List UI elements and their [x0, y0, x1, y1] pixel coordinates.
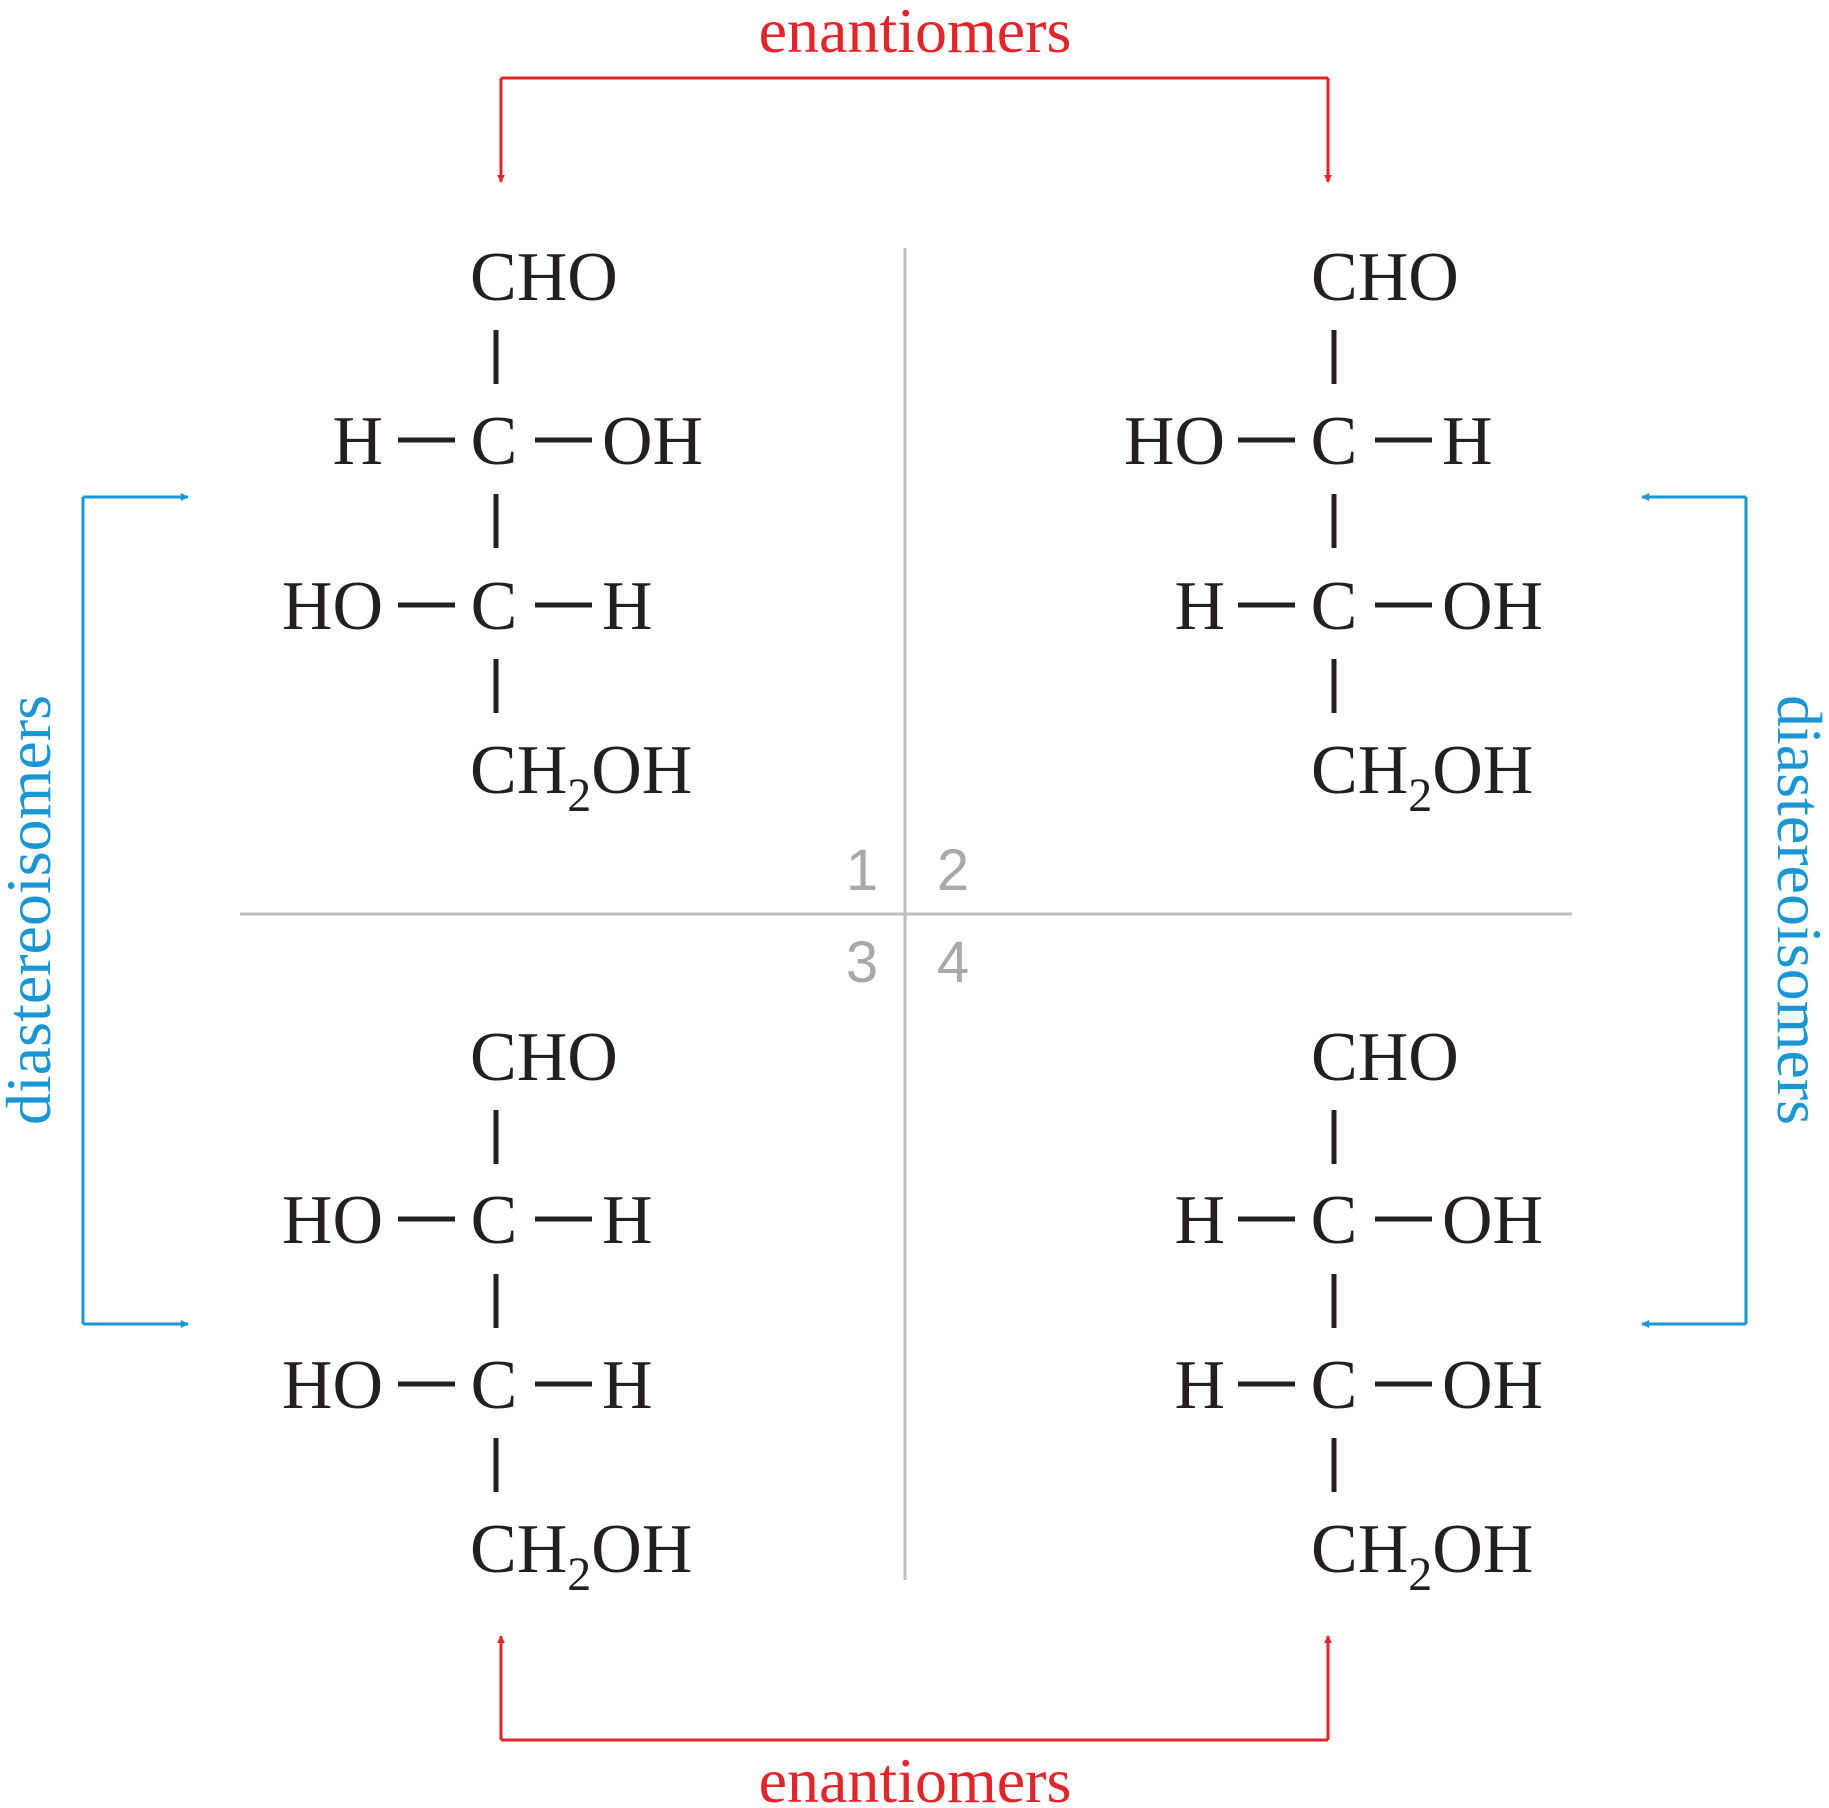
quadrant-number-1: 1 — [846, 838, 878, 903]
structure-3-row2-center: C — [471, 1347, 518, 1424]
fischer-structure-4: CHO H C OH H C OH CH2OH — [1174, 1019, 1543, 1601]
structure-1-top-group: CHO — [470, 239, 618, 316]
structure-4-row1-center: C — [1311, 1182, 1358, 1259]
enantiomers-label-bottom: enantiomers — [759, 1745, 1072, 1808]
structure-1-bottom-group: CH2OH — [470, 732, 692, 822]
structure-2-bottom-group: CH2OH — [1311, 732, 1533, 822]
structure-2-row1-center: C — [1311, 403, 1358, 480]
structure-2-row1-left: HO — [1124, 403, 1225, 480]
structure-4-row2-center: C — [1311, 1347, 1358, 1424]
structure-1-row1-right: OH — [602, 403, 703, 480]
structure-1-row2-right: H — [602, 568, 653, 645]
structure-4-row2-left: H — [1174, 1347, 1225, 1424]
structure-4-top-group: CHO — [1311, 1019, 1459, 1096]
structure-3-row2-left: HO — [282, 1347, 383, 1424]
structure-1-row2-center: C — [471, 568, 518, 645]
structure-3-row1-right: H — [602, 1182, 653, 1259]
structure-3-top-group: CHO — [470, 1019, 618, 1096]
structure-2-row2-center: C — [1311, 568, 1358, 645]
structure-4-bottom-group: CH2OH — [1311, 1511, 1533, 1601]
structure-2-top-group: CHO — [1311, 239, 1459, 316]
structure-3-bottom-group: CH2OH — [470, 1511, 692, 1601]
structure-3-row1-left: HO — [282, 1182, 383, 1259]
quadrant-number-4: 4 — [937, 930, 969, 995]
fischer-structure-2: CHO HO C H H C OH CH2OH — [1124, 239, 1543, 822]
structure-3-row2-right: H — [602, 1347, 653, 1424]
structure-4-row1-left: H — [1174, 1182, 1225, 1259]
structure-1-row2-left: HO — [282, 568, 383, 645]
structure-2-row2-right: OH — [1442, 568, 1543, 645]
structure-2-row1-right: H — [1442, 403, 1493, 480]
quadrant-number-3: 3 — [846, 930, 878, 995]
fischer-structure-1: CHO H C OH HO C H CH2OH — [282, 239, 703, 822]
enantiomers-label-top: enantiomers — [759, 0, 1072, 66]
fischer-structure-3: CHO HO C H HO C H CH2OH — [282, 1019, 692, 1601]
diastereoisomers-label-right: diastereoisomers — [1764, 695, 1829, 1125]
structure-1-row1-left: H — [332, 403, 383, 480]
structure-1-row1-center: C — [471, 403, 518, 480]
structure-2-row2-left: H — [1174, 568, 1225, 645]
structure-4-row1-right: OH — [1442, 1182, 1543, 1259]
quadrant-number-2: 2 — [937, 838, 969, 903]
structure-4-row2-right: OH — [1442, 1347, 1543, 1424]
diastereoisomers-label-left: diastereoisomers — [0, 695, 64, 1125]
structure-3-row1-center: C — [471, 1182, 518, 1259]
